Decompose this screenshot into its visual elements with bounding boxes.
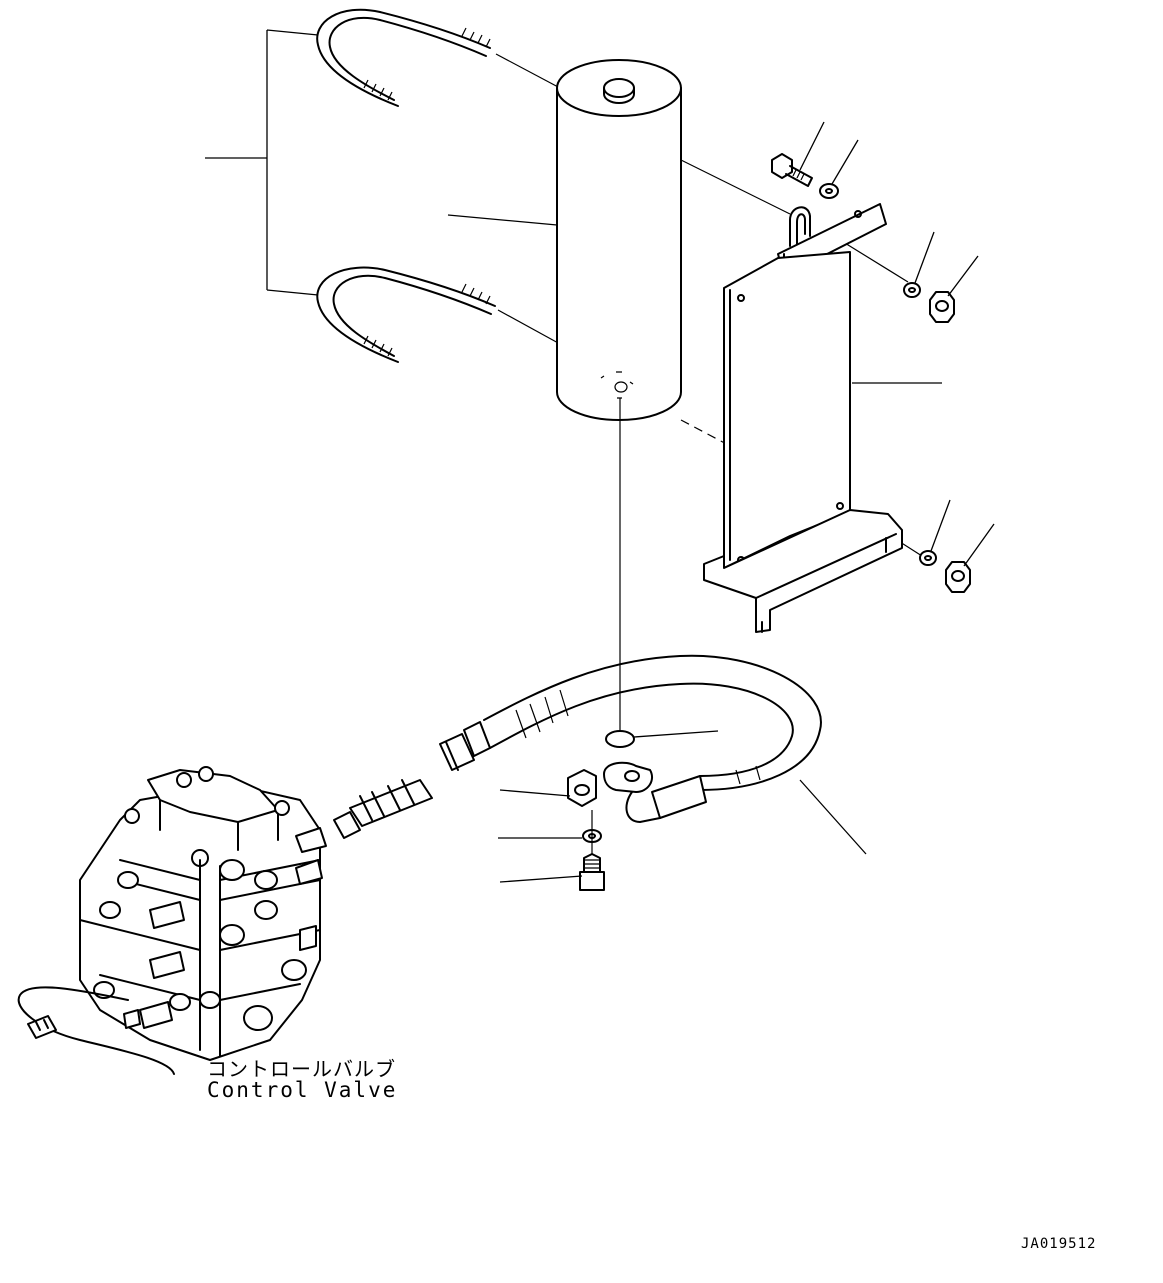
nut-right-bottom-leader: [963, 523, 995, 567]
nut-right-top-leader: [947, 255, 979, 297]
washer-upper: [819, 183, 839, 199]
hose-leader: [799, 779, 867, 855]
bolt-upper-leader: [799, 121, 825, 171]
mounting-bracket: [703, 203, 903, 633]
tank-leader: [447, 214, 558, 226]
washer-right-bottom: [919, 550, 937, 566]
nut-right-top: [929, 291, 955, 323]
u-bolt-centerline-upper: [495, 53, 561, 89]
control-valve-label-jp: コントロールバルブ: [207, 1057, 396, 1081]
split-flange-leader: [499, 789, 571, 797]
u-bolt-upper: [316, 8, 491, 107]
control-valve: [17, 766, 327, 1075]
bolt-lower: [579, 853, 605, 891]
adapter-fitting: [333, 779, 433, 839]
tank-centerline-to-bracket-top: [680, 159, 909, 283]
hydraulic-hose: [439, 654, 822, 823]
accumulator-tank: [556, 59, 682, 421]
u-bolt-lower: [316, 266, 496, 363]
drawing-number: JA019512: [1021, 1236, 1097, 1252]
washer-upper-leader: [831, 139, 859, 185]
o-ring-leader: [633, 730, 719, 738]
control-valve-label-en: Control Valve: [207, 1078, 398, 1102]
bolt-lower-leader: [499, 875, 583, 883]
washer-right-top: [903, 282, 921, 298]
bolt-upper: [771, 153, 813, 187]
washer-right-bottom-leader: [930, 499, 951, 552]
u-bolt-centerline-lower: [497, 309, 561, 345]
u-bolt-leader-bracket: [205, 29, 319, 296]
washer-right-top-leader: [914, 231, 935, 284]
nut-right-bottom: [945, 561, 971, 593]
split-flange-half: [567, 769, 597, 807]
o-ring: [605, 730, 635, 748]
